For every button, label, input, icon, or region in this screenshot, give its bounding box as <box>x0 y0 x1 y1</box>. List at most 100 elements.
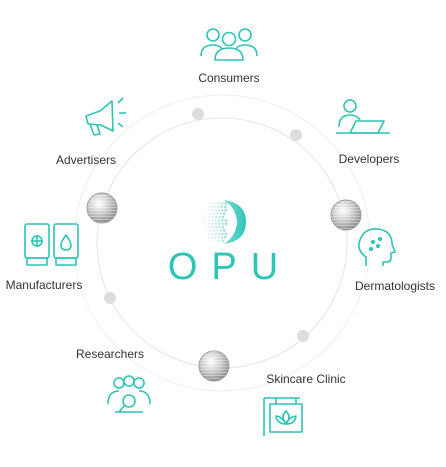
node-researchers[interactable]: Researchers <box>76 347 151 413</box>
logo-dot <box>221 215 225 219</box>
node-developers[interactable]: Developers <box>336 99 400 166</box>
cosmetic-tubes-icon <box>24 223 79 266</box>
ring-dot <box>290 129 302 141</box>
logo-dot <box>224 208 228 212</box>
logo-dot <box>221 222 224 226</box>
logo-dot <box>217 222 221 225</box>
ring-dots <box>104 108 309 342</box>
logo-dot <box>224 232 228 236</box>
logo-dot <box>214 202 217 205</box>
logo-dot <box>221 219 224 222</box>
head-profile-icon <box>358 228 396 266</box>
logo-dot <box>210 206 213 208</box>
logo-dot <box>211 216 214 218</box>
logo-dot <box>204 209 206 211</box>
brand-name: OPU <box>168 246 292 288</box>
logo-dot <box>202 226 204 228</box>
logo-dot <box>217 236 220 239</box>
node-manufacturers[interactable]: Manufacturers <box>6 223 83 292</box>
logo-dot <box>208 223 210 225</box>
ring-dot <box>297 330 309 342</box>
logo-dot <box>220 205 223 208</box>
node-label-advertisers: Advertisers <box>56 153 116 167</box>
logo-dot <box>203 213 205 215</box>
logo-dot <box>217 205 220 208</box>
logo-dot <box>216 212 219 215</box>
logo-dot <box>224 222 228 226</box>
logo-dot <box>215 240 217 242</box>
logo-dot <box>214 233 217 235</box>
logo-dot <box>223 205 227 209</box>
logo-dot <box>220 236 224 239</box>
logo-dot <box>218 232 221 236</box>
inner-ring <box>96 117 348 369</box>
team-search-icon <box>107 375 151 413</box>
logo-dot <box>212 212 215 215</box>
logo-dot <box>224 219 228 222</box>
logo-dot <box>204 223 207 225</box>
logo-dot <box>206 212 208 215</box>
node-label-skincare-clinic: Skincare Clinic <box>266 372 345 386</box>
node-label-researchers: Researchers <box>76 347 144 361</box>
logo-dot <box>209 212 212 215</box>
logo-dot <box>208 216 211 218</box>
person-laptop-icon <box>336 99 390 134</box>
logo-dot <box>211 209 213 211</box>
node-advertisers[interactable]: Advertisers <box>56 97 126 167</box>
logo-dot <box>214 205 216 208</box>
node-label-developers: Developers <box>339 152 400 166</box>
logo-dot <box>212 240 214 242</box>
logo-dot <box>211 222 214 225</box>
logo-dot <box>221 202 224 205</box>
logo-dot <box>205 226 207 228</box>
logo-dot <box>217 209 221 212</box>
logo-dot <box>217 219 221 222</box>
logo-dot <box>214 236 216 239</box>
logo-dot <box>208 209 210 211</box>
logo-dot <box>223 236 227 239</box>
logo-dot <box>209 229 212 232</box>
logo-dot <box>222 212 226 215</box>
logo-dot <box>201 219 203 221</box>
logo-dot <box>208 226 211 228</box>
logo-dot <box>213 229 215 232</box>
node-dermatologists[interactable]: Dermatologists <box>355 228 435 293</box>
logo-dot <box>222 229 226 232</box>
logo-dot <box>216 229 219 232</box>
logo-dot <box>211 236 213 239</box>
logo-dot <box>201 223 203 225</box>
node-skincare-clinic[interactable]: Skincare Clinic <box>263 372 346 436</box>
logo-dot <box>215 226 218 229</box>
logo-dot <box>221 232 224 236</box>
hanging-sign-leaf-icon <box>263 397 303 436</box>
dotted-face-logo-icon <box>201 199 246 244</box>
megaphone-icon <box>85 97 126 136</box>
node-consumers[interactable]: Consumers <box>198 28 260 85</box>
ring-dot <box>192 108 204 120</box>
logo-dot <box>219 229 222 232</box>
outer-ring <box>73 94 371 392</box>
logo-dot <box>221 225 225 229</box>
logo-dot <box>211 202 213 204</box>
node-label-consumers: Consumers <box>198 71 259 85</box>
logo-dot <box>211 219 214 222</box>
logo-dot <box>205 216 207 218</box>
logo-dot <box>208 233 210 235</box>
logo-dot <box>214 222 217 225</box>
ring-dot <box>104 292 116 304</box>
logo-dot <box>208 219 210 222</box>
logo-dot <box>221 208 224 212</box>
logo-dot <box>224 202 228 205</box>
logo-dot <box>218 226 221 229</box>
node-label-manufacturers: Manufacturers <box>6 278 83 292</box>
metal-orb <box>198 350 230 382</box>
logo-dot <box>218 215 221 219</box>
logo-dot <box>221 239 224 242</box>
logo-dot <box>211 226 214 229</box>
logo-dot <box>207 206 209 208</box>
node-label-dermatologists: Dermatologists <box>355 279 435 293</box>
logo-dot <box>207 236 209 238</box>
logo-dot <box>214 219 217 222</box>
logo-dot <box>218 239 221 242</box>
